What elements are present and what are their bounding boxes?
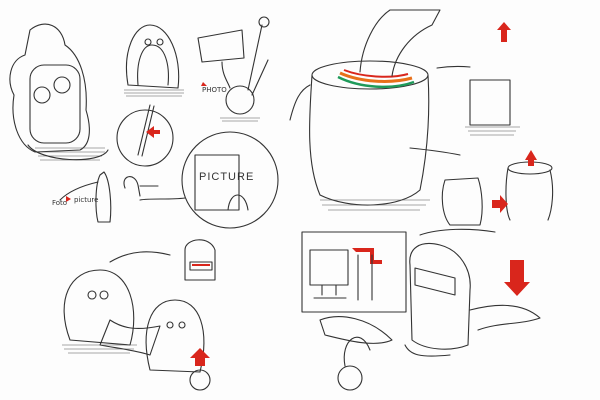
picture-label: picture [74,196,98,204]
tissue-container-sketch [289,9,461,211]
down-arrow-icon [504,260,530,296]
photo-holder-sketch: PHOTO [197,16,270,122]
tissue-pull-sketch [436,22,520,136]
clip-sketch: Foto picture [52,171,159,223]
blob-character-sketch [9,23,109,161]
foto-label: Foto [52,199,67,207]
backpack-hanger-sketch [319,228,541,391]
red-arrow-icon [146,126,160,138]
egg-character-sketch [62,239,216,391]
up-arrow-icon [497,22,511,42]
picture-circle-sketch: PICTURE [139,131,279,229]
up-arrow-icon-3 [190,348,210,366]
picture-card-label: PICTURE [199,171,254,183]
photo-label: PHOTO [202,86,227,94]
penguin-character-sketch [116,24,184,167]
right-arrow-icon [492,195,508,213]
monitor-scene-sketch [301,231,407,313]
roll-holder-sketch [441,150,554,226]
up-arrow-icon-2 [525,150,537,166]
